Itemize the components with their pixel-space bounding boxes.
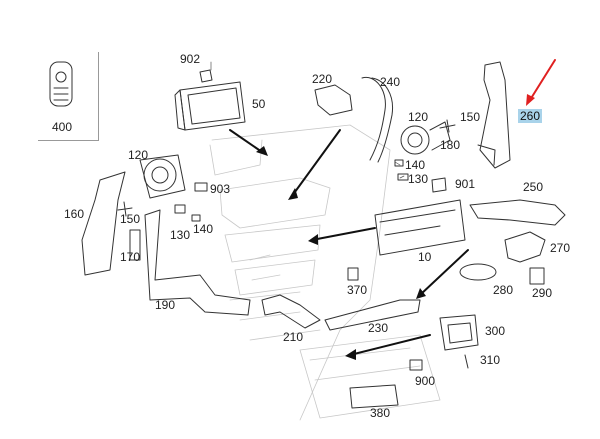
unit-380-icon xyxy=(349,384,399,409)
hose-240-icon xyxy=(361,76,394,163)
callout-220[interactable]: 220 xyxy=(312,72,333,86)
part-130a-icon xyxy=(397,173,409,181)
callout-380[interactable]: 380 xyxy=(370,406,391,420)
callout-120-right[interactable]: 120 xyxy=(408,110,429,124)
part-130b-140b-icon xyxy=(174,204,201,222)
blower-right-icon xyxy=(400,121,451,155)
callout-190[interactable]: 190 xyxy=(155,298,176,312)
air-duct-270-icon xyxy=(504,231,546,263)
part-170-icon xyxy=(129,229,141,261)
air-duct-250-icon xyxy=(469,199,566,226)
callout-900[interactable]: 900 xyxy=(415,374,436,388)
callout-210[interactable]: 210 xyxy=(283,330,304,344)
display-unit-icon xyxy=(174,69,246,131)
part-290-icon xyxy=(529,267,545,285)
part-903-icon xyxy=(194,182,208,192)
leader-lines xyxy=(210,61,405,179)
part-140a-icon xyxy=(394,159,404,167)
callout-250[interactable]: 250 xyxy=(523,180,544,194)
air-duct-160-icon xyxy=(81,171,126,276)
callout-140-left[interactable]: 140 xyxy=(193,222,214,236)
flow-arrows xyxy=(229,129,469,356)
callout-150-right[interactable]: 150 xyxy=(460,110,481,124)
callout-130-left[interactable]: 130 xyxy=(170,228,191,242)
callout-903[interactable]: 903 xyxy=(210,182,231,196)
callout-10[interactable]: 10 xyxy=(418,250,432,264)
callout-240[interactable]: 240 xyxy=(380,75,401,89)
callout-150-left[interactable]: 150 xyxy=(120,212,141,226)
callout-170[interactable]: 170 xyxy=(120,250,141,264)
callout-140-right[interactable]: 140 xyxy=(405,158,426,172)
callout-270[interactable]: 270 xyxy=(550,241,571,255)
trim-230-icon xyxy=(324,299,421,331)
air-duct-260-icon xyxy=(477,61,511,169)
remote-key-icon xyxy=(49,61,73,107)
callout-230[interactable]: 230 xyxy=(368,321,389,335)
callout-370[interactable]: 370 xyxy=(347,283,368,297)
callout-180[interactable]: 180 xyxy=(440,138,461,152)
callout-160[interactable]: 160 xyxy=(64,207,85,221)
disc-280-icon xyxy=(459,263,497,281)
bolt-150a-icon xyxy=(439,119,456,133)
callout-280[interactable]: 280 xyxy=(493,283,514,297)
air-duct-220-icon xyxy=(314,84,353,116)
callout-130-right[interactable]: 130 xyxy=(408,172,429,186)
callout-310[interactable]: 310 xyxy=(480,353,501,367)
callout-300[interactable]: 300 xyxy=(485,324,506,338)
callout-260[interactable]: 260 xyxy=(518,109,543,123)
callout-400[interactable]: 400 xyxy=(52,120,73,134)
blower-left-icon xyxy=(139,154,186,199)
trim-210-icon xyxy=(261,294,321,329)
part-370-icon xyxy=(347,267,359,281)
part-900-icon xyxy=(409,359,423,371)
bolt-150b-icon xyxy=(117,201,133,217)
callout-901[interactable]: 901 xyxy=(455,177,476,191)
callout-120-left[interactable]: 120 xyxy=(128,148,149,162)
air-duct-190-icon xyxy=(144,209,251,316)
radio-unit-icon xyxy=(374,177,466,256)
callout-902[interactable]: 902 xyxy=(180,52,201,66)
callout-290[interactable]: 290 xyxy=(532,286,553,300)
inset-frame xyxy=(38,52,99,141)
red-arrow-icon xyxy=(529,59,556,101)
module-300-icon xyxy=(439,314,479,351)
callout-50[interactable]: 50 xyxy=(252,97,266,111)
screw-310-icon xyxy=(464,354,469,369)
